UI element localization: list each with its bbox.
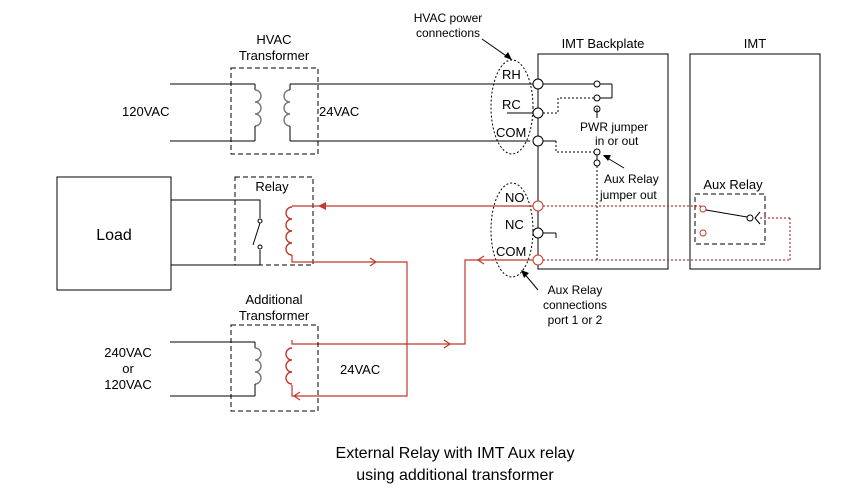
imt-box — [689, 53, 821, 270]
imt-label: IMT — [744, 36, 766, 51]
aux-jumper-pin — [593, 159, 601, 167]
voltage-24vac-top-label: 24VAC — [319, 104, 359, 119]
pwr-jumper-pin-2 — [593, 94, 601, 102]
aux-jumper-arrowhead — [603, 155, 611, 161]
aux-jumper-label-1: Aux Relay — [604, 172, 659, 186]
aux-conn-label-1: Aux Relay — [548, 283, 603, 297]
voltage-240vac-label: 240VAC — [104, 345, 151, 360]
hvac-power-ellipse — [490, 59, 534, 155]
hvac-transformer — [170, 67, 530, 155]
voltage-120vac-bottom-label: 120VAC — [104, 377, 151, 392]
arrow-to-transformer — [292, 391, 301, 401]
imt-backplate-box — [537, 53, 669, 270]
voltage-120vac-label: 120VAC — [122, 104, 169, 119]
hvac-power-label-1: HVAC power — [414, 11, 482, 25]
terminal-nc — [532, 227, 544, 239]
load-label: Load — [96, 227, 132, 244]
additional-secondary-coil — [285, 347, 293, 385]
relay-switch-arm — [252, 222, 261, 246]
hvac-power-label-2: connections — [416, 26, 480, 40]
additional-transformer-box — [230, 324, 319, 412]
terminal-com-bottom — [532, 254, 544, 266]
load-box — [56, 176, 172, 291]
aux-conn-label-3: port 1 or 2 — [548, 313, 603, 327]
hvac-transformer-box — [230, 67, 319, 155]
terminal-rh-label: RH — [502, 67, 521, 82]
pwr-jumper-pin-1 — [593, 80, 601, 88]
aux-conn-arrowhead — [521, 270, 529, 278]
aux-relay-connections-ellipse — [490, 182, 534, 278]
additional-transformer-label-2: Transformer — [239, 308, 310, 323]
arrow-no-to-relay — [318, 202, 326, 210]
aux-relay-contact-nc — [699, 229, 707, 237]
terminal-rh — [532, 78, 544, 90]
hvac-secondary-coil — [283, 89, 291, 127]
hvac-power-arrowhead — [504, 52, 512, 60]
relay-contact-bottom — [257, 244, 263, 250]
hvac-transformer-label-2: Transformer — [239, 48, 310, 63]
terminal-no-label: NO — [505, 190, 525, 205]
terminal-com-top-label: COM — [496, 125, 526, 140]
relay-contact-top — [257, 218, 263, 224]
arrow-relay-out — [369, 257, 378, 267]
aux-relay-box — [694, 193, 766, 245]
aux-relay-switch-arm — [705, 209, 748, 218]
terminal-com-bottom-label: COM — [496, 244, 526, 259]
caption-line-2: using additional transformer — [356, 467, 554, 484]
caption-line-1: External Relay with IMT Aux relay — [336, 445, 575, 462]
aux-relay-label: Aux Relay — [703, 177, 763, 192]
relay-label: Relay — [255, 179, 289, 194]
pwr-jumper-label-2: in or out — [595, 134, 639, 148]
aux-conn-label-2: connections — [543, 298, 607, 312]
voltage-or-label: or — [122, 361, 134, 376]
terminal-com-top — [532, 135, 544, 147]
hvac-transformer-label-1: HVAC — [256, 32, 291, 47]
additional-transformer-label-1: Additional — [245, 292, 302, 307]
hvac-primary-coil — [254, 89, 262, 127]
aux-relay-contact-com — [746, 214, 754, 222]
aux-jumper-label-2: jumper out — [599, 188, 657, 202]
voltage-24vac-bottom-label: 24VAC — [340, 362, 380, 377]
pwr-jumper-label-1: PWR jumper — [580, 120, 648, 134]
terminal-rc — [532, 107, 544, 119]
relay-box — [234, 176, 314, 266]
relay-coil — [285, 206, 293, 256]
terminal-rc-label: RC — [502, 97, 521, 112]
arrow-transformer-out — [443, 339, 452, 349]
imt-backplate-label: IMT Backplate — [562, 36, 645, 51]
aux-relay-circuit — [291, 202, 533, 401]
terminal-no — [532, 200, 544, 212]
additional-primary-coil — [254, 347, 262, 385]
aux-relay-contact-no — [699, 205, 707, 213]
arrow-to-com — [476, 255, 485, 265]
pwr-jumper-pin-4 — [593, 148, 601, 156]
terminal-nc-label: NC — [505, 217, 524, 232]
